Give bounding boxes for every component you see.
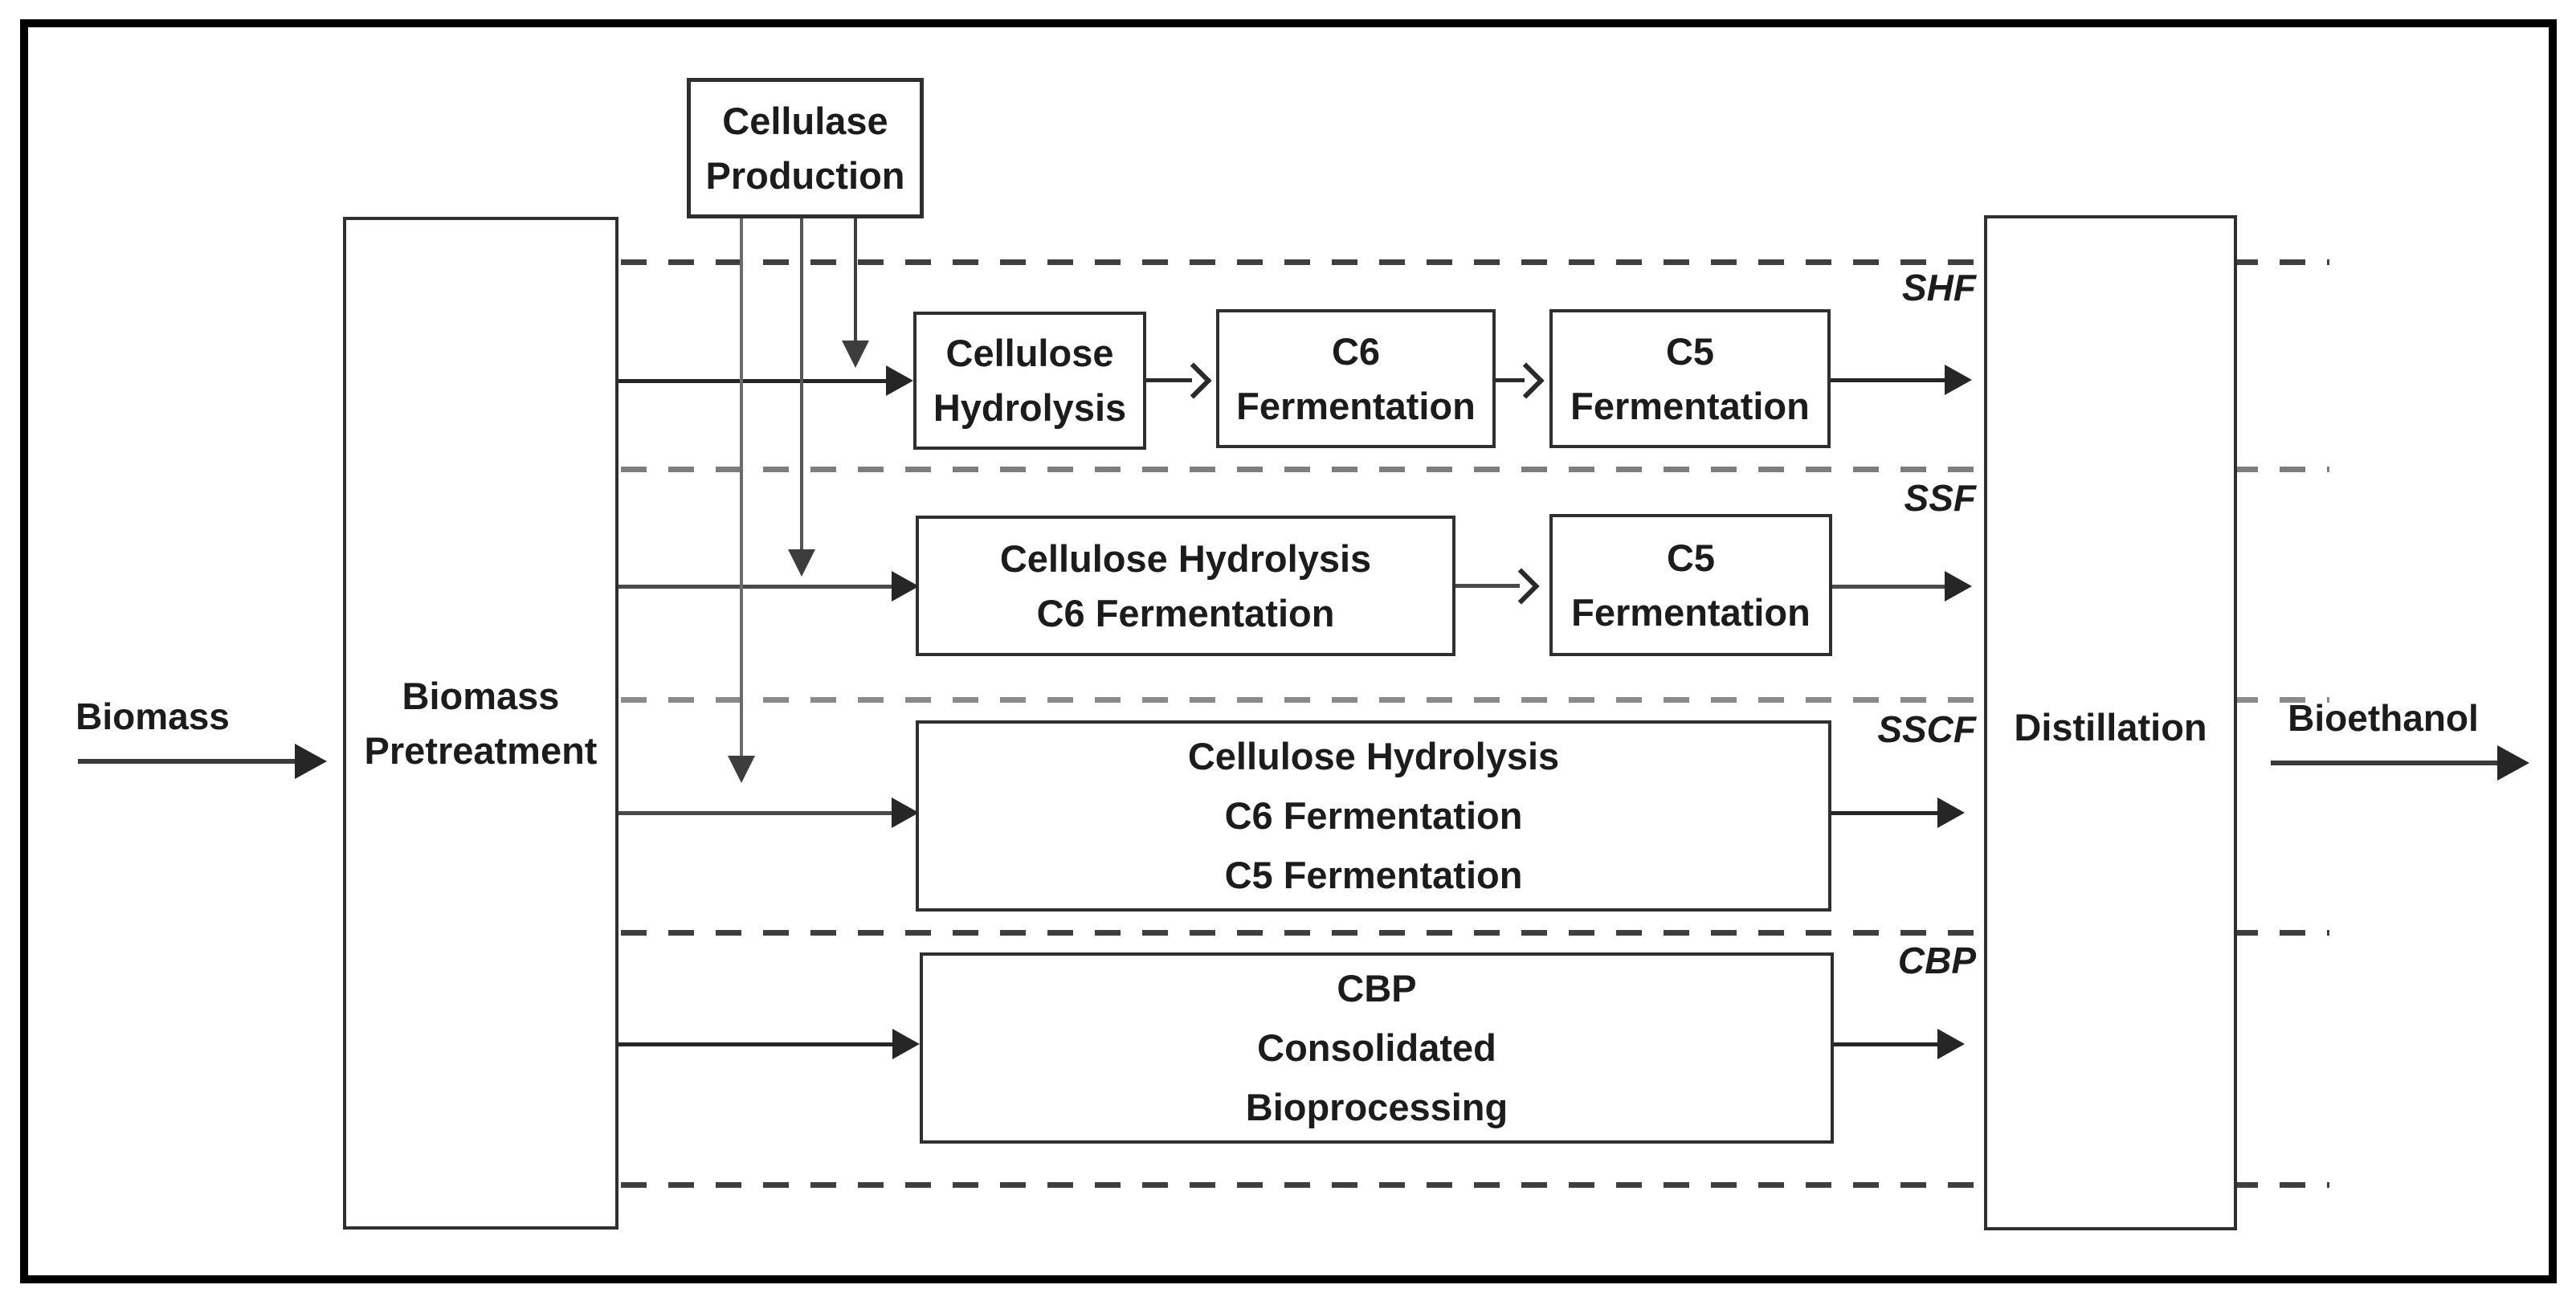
arrow-head-icon	[1937, 1029, 1965, 1059]
ssf-to-distillation-arrow	[1832, 569, 1972, 604]
biomass-input-label: Biomass	[76, 695, 230, 737]
lane-separator-dashed-line	[621, 697, 2329, 703]
box-label-line: Cellulose Hydrolysis	[999, 536, 1372, 580]
lane-separator-dashed-line	[621, 467, 2329, 472]
arrow-head-icon	[1937, 797, 1965, 828]
arrow-line	[800, 218, 803, 549]
box-label-line: Fermentation	[1236, 384, 1476, 427]
arrow-head-icon	[2497, 745, 2529, 781]
arrow-head-icon	[788, 549, 815, 577]
arrow-line	[854, 218, 857, 341]
box-label-line: C6 Fermentation	[1224, 794, 1523, 837]
arrow-line	[618, 585, 892, 589]
lane-separator-dashed-line	[621, 1182, 2329, 1188]
arrow-line	[618, 1042, 892, 1046]
lane-label-ssf: SSF	[1904, 477, 1976, 519]
cellulase-production-box: Cellulase Production	[687, 78, 924, 218]
shf-cellulose-hydrolysis-box: Cellulose Hydrolysis	[913, 312, 1146, 450]
sscf-combined-process-box: Cellulose Hydrolysis C6 Fermentation C5 …	[916, 720, 1831, 912]
cellulase-to-sscf-arrow	[728, 218, 755, 783]
arrow-line	[1831, 811, 1937, 815]
arrow-head-icon	[892, 571, 919, 602]
biomass-pretreatment-box: Biomass Pretreatment	[343, 217, 618, 1230]
bioethanol-output-arrow	[2271, 745, 2529, 781]
arrow-head-icon	[892, 797, 919, 828]
arrow-head-icon	[842, 341, 869, 368]
cbp-to-distillation-arrow	[1834, 1026, 1965, 1062]
ssf-c5-fermentation-box: C5 Fermentation	[1549, 514, 1832, 656]
arrow-head-icon	[886, 365, 913, 396]
box-label-line: Fermentation	[1570, 384, 1810, 427]
cellulase-to-ssf-arrow	[788, 218, 815, 577]
diagram-frame	[20, 19, 2557, 1283]
cbp-feed-arrow	[618, 1026, 920, 1062]
lane-separator-dashed-line	[621, 259, 2329, 265]
box-label-line: Cellulose Hydrolysis	[1187, 735, 1560, 777]
lane-label-cbp: CBP	[1897, 940, 1976, 981]
box-label-line: Fermentation	[1571, 590, 1811, 634]
arrow-head-icon	[728, 756, 755, 783]
box-label-line: Hydrolysis	[933, 386, 1127, 429]
box-label-line: C5	[1666, 536, 1716, 579]
arrow-line	[1832, 585, 1945, 589]
arrow-line	[1831, 378, 1945, 382]
box-label-line: C6 Fermentation	[1036, 591, 1335, 634]
connector-line	[1455, 584, 1520, 588]
box-label-line: C6	[1331, 329, 1381, 373]
bioethanol-output-label: Bioethanol	[2288, 697, 2479, 739]
arrow-line	[618, 379, 886, 383]
arrow-line	[1834, 1042, 1937, 1046]
box-label-line: Bioprocessing	[1245, 1086, 1508, 1128]
lane-separator-dashed-line	[621, 930, 2329, 936]
box-label-line: Production	[705, 153, 905, 197]
box-label-line: C5	[1665, 329, 1715, 373]
arrow-head-icon	[1945, 365, 1972, 395]
box-label-line: CBP	[1337, 967, 1417, 1009]
box-label-line: Consolidated	[1257, 1026, 1496, 1069]
sscf-feed-arrow	[618, 795, 919, 830]
box-label-line: Distillation	[2014, 706, 2207, 748]
shf-c6-fermentation-box: C6 Fermentation	[1216, 309, 1496, 448]
box-label-line: C5 Fermentation	[1224, 854, 1523, 896]
lane-label-sscf: SSCF	[1877, 708, 1976, 750]
connector-line	[1146, 378, 1192, 382]
box-label-line: Cellulose	[945, 332, 1114, 374]
connector-line	[1496, 378, 1525, 382]
cbp-consolidated-bioprocessing-box: CBP Consolidated Bioprocessing	[920, 952, 1834, 1144]
box-label-line: Cellulase	[722, 99, 888, 142]
arrow-head-icon	[892, 1029, 920, 1059]
arrow-line	[618, 811, 892, 815]
biomass-input-arrow	[78, 744, 327, 779]
box-label-line: Pretreatment	[364, 728, 598, 772]
arrow-line	[78, 759, 295, 764]
arrow-head-icon	[295, 744, 327, 779]
shf-c5-fermentation-box: C5 Fermentation	[1549, 309, 1831, 448]
shf-to-distillation-arrow	[1831, 362, 1972, 398]
shf-feed-arrow	[618, 363, 913, 398]
distillation-box: Distillation	[1984, 215, 2237, 1230]
arrow-head-icon	[1945, 571, 1972, 602]
ssf-feed-arrow	[618, 569, 919, 604]
arrow-line	[2271, 761, 2497, 765]
cellulase-to-shf-arrow	[842, 218, 869, 368]
sscf-to-distillation-arrow	[1831, 795, 1965, 830]
arrow-line	[740, 218, 743, 756]
box-label-line: Biomass	[402, 674, 560, 717]
lane-label-shf: SHF	[1902, 267, 1976, 308]
ssf-hydrolysis-c6-fermentation-box: Cellulose Hydrolysis C6 Fermentation	[916, 516, 1455, 656]
